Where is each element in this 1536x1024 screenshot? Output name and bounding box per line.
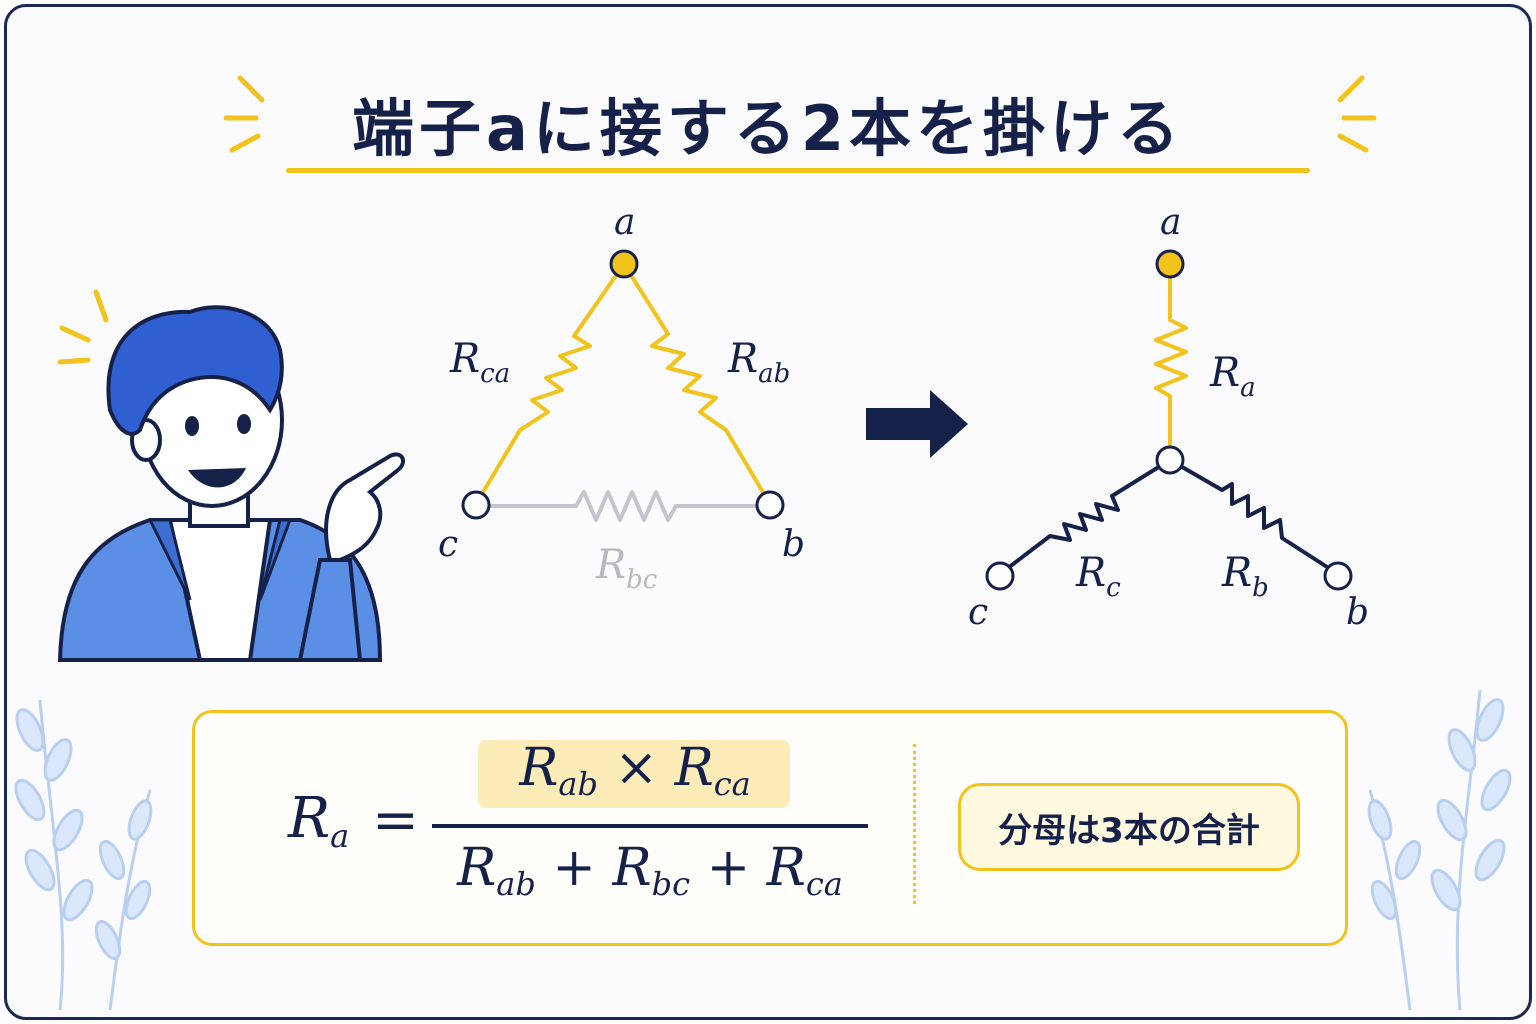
delta-label-rca: Rca: [449, 336, 510, 389]
title-sparkle-left: [223, 75, 265, 153]
delta-label-rbc: Rbc: [595, 542, 658, 595]
star-center-node: [1155, 445, 1185, 475]
formula-lhs: Ra: [288, 786, 350, 855]
character-sparkle: [57, 289, 109, 365]
star-node-b: [1323, 561, 1353, 591]
delta-branch-ca: [474, 262, 626, 506]
note-bubble: 分母は3本の合計: [958, 783, 1300, 871]
star-label-c: c: [968, 592, 988, 633]
delta-label-c: c: [438, 524, 458, 565]
star-label-rc: Rc: [1075, 550, 1121, 603]
delta-branch-bc: [476, 490, 770, 522]
star-label-a: a: [1160, 202, 1181, 243]
delta-label-a: a: [614, 202, 635, 243]
star-branch-b: [1169, 458, 1340, 576]
page-title: 端子aに接する2本を掛ける: [352, 92, 1184, 165]
star-label-ra: Ra: [1209, 350, 1256, 403]
title-sparkle-right: [1337, 75, 1377, 153]
conversion-arrow-icon: [866, 390, 968, 458]
delta-node-b: [755, 490, 785, 520]
star-node-c: [985, 561, 1015, 591]
delta-label-rab: Rab: [727, 336, 790, 389]
delta-branch-ab: [622, 262, 772, 506]
delta-label-b: b: [782, 524, 805, 565]
formula-denominator: Rab + Rbc + Rca: [457, 838, 843, 903]
fraction-bar: [432, 824, 868, 828]
star-label-rb: Rb: [1221, 550, 1269, 603]
teacher-illustration: [57, 289, 406, 662]
formula-equals: =: [372, 788, 419, 853]
title-underline: [286, 168, 1310, 173]
delta-node-c: [461, 490, 491, 520]
leaf-decoration-right: [1367, 689, 1512, 1011]
numerator-highlight: [478, 740, 790, 808]
star-label-b: b: [1346, 592, 1369, 633]
star-network: a c b Ra Rc Rb: [968, 202, 1369, 633]
formula-numerator: Rab × Rca: [519, 738, 751, 803]
formula-divider: [913, 744, 916, 904]
star-branch-c: [998, 458, 1172, 576]
star-node-a: [1155, 249, 1185, 279]
leaf-decoration-left: [14, 699, 153, 1011]
delta-network: a c b Rca Rab Rbc: [438, 202, 805, 595]
star-branch-a: [1154, 264, 1188, 458]
delta-node-a: [609, 249, 639, 279]
